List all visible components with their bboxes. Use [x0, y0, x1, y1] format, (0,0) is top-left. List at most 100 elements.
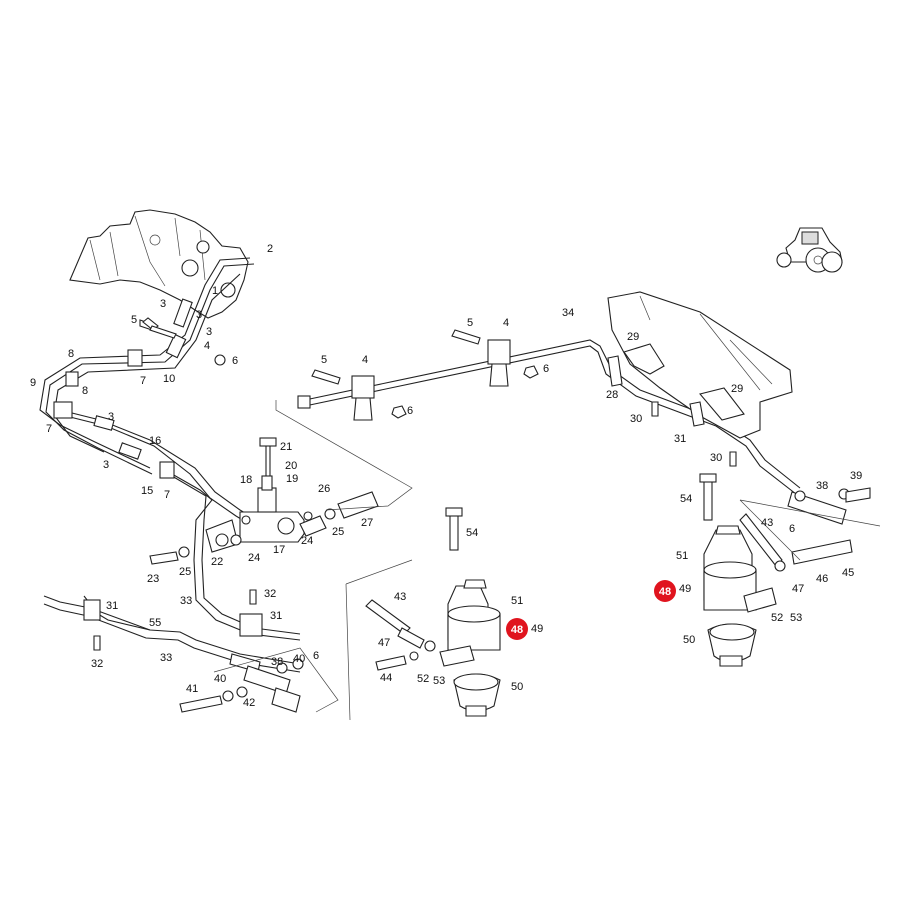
callout-1: 1 — [212, 285, 218, 297]
callout-labels: 2 3 1 3 5 3 4 6 8 10 7 9 8 3 7 16 3 15 7… — [30, 243, 862, 709]
callout-3: 3 — [108, 411, 114, 423]
center-leader-frame — [275, 400, 413, 511]
callout-41: 41 — [186, 683, 198, 695]
callout-42: 42 — [243, 697, 255, 709]
callout-47: 47 — [792, 583, 804, 595]
callout-31: 31 — [674, 433, 686, 445]
left-pipe-fittings — [53, 298, 226, 479]
callout-43: 43 — [761, 517, 773, 529]
callout-30: 30 — [710, 452, 722, 464]
callout-19: 19 — [286, 473, 298, 485]
callout-27: 27 — [361, 517, 373, 529]
callout-17: 17 — [273, 544, 285, 556]
highlight-48-right[interactable]: 48 — [654, 580, 676, 602]
callout-20: 20 — [285, 460, 297, 472]
highlight-marker[interactable] — [654, 580, 676, 602]
callout-10: 10 — [163, 373, 175, 385]
callout-18: 18 — [240, 474, 252, 486]
callout-47: 47 — [378, 637, 390, 649]
callout-45: 45 — [842, 567, 854, 579]
actuator-right — [699, 473, 871, 667]
callout-3: 3 — [160, 298, 166, 310]
callout-24: 24 — [248, 552, 260, 564]
callout-55: 55 — [149, 617, 161, 629]
callout-6: 6 — [407, 405, 413, 417]
highlight-label: 48 — [659, 586, 671, 598]
callout-38: 38 — [271, 656, 283, 668]
callout-3: 3 — [103, 459, 109, 471]
callout-6: 6 — [543, 363, 549, 375]
actuator-middle — [365, 507, 501, 717]
bolt-5-left — [142, 317, 177, 339]
callout-31: 31 — [106, 600, 118, 612]
highlight-label: 48 — [511, 624, 523, 636]
callout-40: 40 — [293, 653, 305, 665]
callout-9: 9 — [30, 377, 36, 389]
callout-21: 21 — [280, 441, 292, 453]
callout-32: 32 — [264, 588, 276, 600]
callout-26: 26 — [318, 483, 330, 495]
callout-32: 32 — [91, 658, 103, 670]
transmission-housing — [69, 209, 249, 319]
callout-16: 16 — [149, 435, 161, 447]
callout-25: 25 — [179, 566, 191, 578]
callout-6: 6 — [232, 355, 238, 367]
highlight-48-middle[interactable]: 48 — [506, 618, 528, 640]
callout-52: 52 — [417, 673, 429, 685]
tractor-icon — [776, 227, 843, 273]
callout-49: 49 — [679, 583, 691, 595]
callout-5: 5 — [131, 314, 137, 326]
highlight-marker[interactable] — [506, 618, 528, 640]
bottom-left-pipes — [43, 589, 304, 713]
callout-46: 46 — [816, 573, 828, 585]
callout-52: 52 — [771, 612, 783, 624]
callout-30: 30 — [630, 413, 642, 425]
callout-5: 5 — [321, 354, 327, 366]
center-bar — [297, 329, 801, 495]
callout-53: 53 — [790, 612, 802, 624]
callout-15: 15 — [141, 485, 153, 497]
callout-24: 24 — [301, 535, 313, 547]
callout-31: 31 — [270, 610, 282, 622]
valve-assembly-17 — [149, 437, 379, 565]
callout-33: 33 — [160, 652, 172, 664]
callout-49: 49 — [531, 623, 543, 635]
callout-6: 6 — [313, 650, 319, 662]
callout-4: 4 — [204, 340, 210, 352]
callout-43: 43 — [394, 591, 406, 603]
callout-53: 53 — [433, 675, 445, 687]
callout-25: 25 — [332, 526, 344, 538]
callout-29: 29 — [627, 331, 639, 343]
callout-40: 40 — [214, 673, 226, 685]
callout-2: 2 — [267, 243, 273, 255]
callout-50: 50 — [511, 681, 523, 693]
callout-22: 22 — [211, 556, 223, 568]
callout-23: 23 — [147, 573, 159, 585]
right-housing — [607, 291, 793, 467]
callout-7: 7 — [140, 375, 146, 387]
bottom-leader-frame — [213, 647, 339, 713]
callout-4: 4 — [362, 354, 368, 366]
callout-51: 51 — [511, 595, 523, 607]
right-leader-frame — [739, 499, 881, 561]
callout-6: 6 — [789, 523, 795, 535]
callout-54: 54 — [680, 493, 692, 505]
left-pipe-run — [39, 257, 301, 641]
callout-28: 28 — [606, 389, 618, 401]
callout-8: 8 — [82, 385, 88, 397]
callout-3: 3 — [196, 309, 202, 321]
callout-38: 38 — [816, 480, 828, 492]
callout-51: 51 — [676, 550, 688, 562]
callout-33: 33 — [180, 595, 192, 607]
callout-7: 7 — [46, 423, 52, 435]
callout-29: 29 — [731, 383, 743, 395]
callout-8: 8 — [68, 348, 74, 360]
callout-3: 3 — [206, 326, 212, 338]
callout-54: 54 — [466, 527, 478, 539]
callout-5: 5 — [467, 317, 473, 329]
callout-39: 39 — [850, 470, 862, 482]
middle-leader-frame — [345, 559, 413, 721]
callout-7: 7 — [164, 489, 170, 501]
callout-34: 34 — [562, 307, 574, 319]
